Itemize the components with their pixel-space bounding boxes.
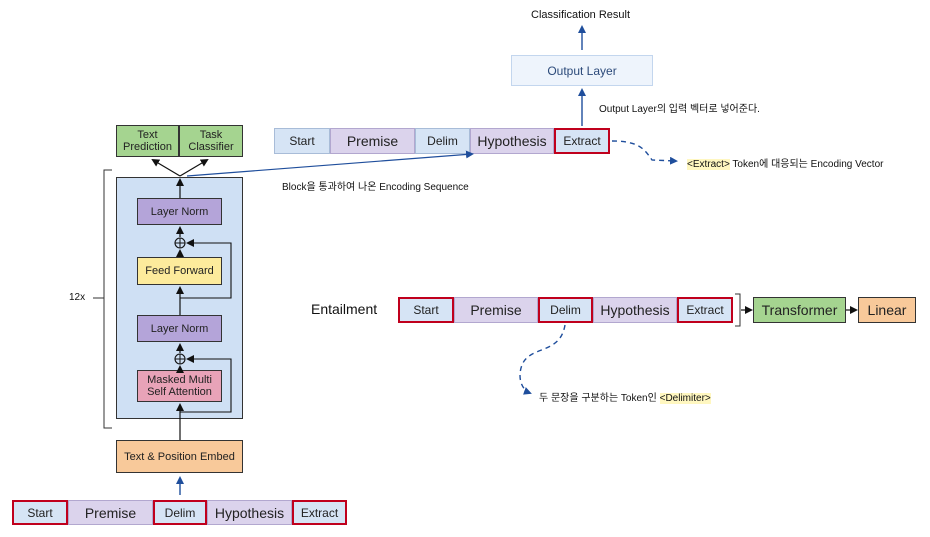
repeat-bracket [103,169,112,429]
block-repeat-label: 12x [69,292,86,303]
entail-token-start: Start [398,297,454,323]
extract-token-highlight: <Extract> [687,159,730,170]
extract-note-text: Token에 대응되는 Encoding Vector [729,159,884,170]
feed-forward-box: Feed Forward [137,257,222,285]
residual-path-top [180,239,232,299]
task-classifier-head: Task Classifier [179,125,243,157]
entail-bracket [735,293,741,327]
top-token-start: Start [274,128,330,154]
arrow-block-to-task-head [179,158,209,177]
arrow-delim-dashed [519,324,566,395]
layer-norm-top: Layer Norm [137,198,222,225]
entailment-label: Entailment [311,301,378,317]
arrow-block-to-text-head [151,158,181,177]
top-token-extract: Extract [554,128,610,154]
bottom-token-delim: Delim [153,500,207,525]
delimiter-note-text: 두 문장을 구분하는 Token인 [539,393,660,404]
output-layer-note: Output Layer의 입력 벡터로 넣어준다. [599,104,760,115]
linear-box: Linear [858,297,916,323]
block-output-note: Block을 통과하여 나온 Encoding Sequence [282,182,469,193]
arrow-block-to-sequence [186,150,474,177]
text-position-embed: Text & Position Embed [116,440,243,473]
top-token-hypothesis: Hypothesis [470,128,554,154]
text-prediction-head: Text Prediction [116,125,179,157]
entail-token-hypothesis: Hypothesis [593,297,677,323]
delimiter-token-highlight: <Delimiter> [659,393,711,404]
output-layer-box: Output Layer [511,55,653,86]
extract-vector-note: <Extract> Token에 대응되는 Encoding Vector [687,155,883,170]
bottom-token-hypothesis: Hypothesis [207,500,292,525]
transformer-box: Transformer [753,297,846,323]
entail-token-extract: Extract [677,297,733,323]
entail-token-premise: Premise [454,297,538,323]
classification-result-label: Classification Result [531,9,631,21]
layer-norm-bottom: Layer Norm [137,315,222,342]
delimiter-note: 두 문장을 구분하는 Token인 <Delimiter> [539,389,711,404]
masked-attention-box: Masked Multi Self Attention [137,370,222,402]
bottom-token-start: Start [12,500,68,525]
entail-token-delim: Delim [538,297,593,323]
bottom-token-extract: Extract [292,500,347,525]
top-token-premise: Premise [330,128,415,154]
arrow-extract-dashed [611,140,678,165]
bottom-token-premise: Premise [68,500,153,525]
top-token-delim: Delim [415,128,470,154]
residual-path-bottom [180,355,232,413]
